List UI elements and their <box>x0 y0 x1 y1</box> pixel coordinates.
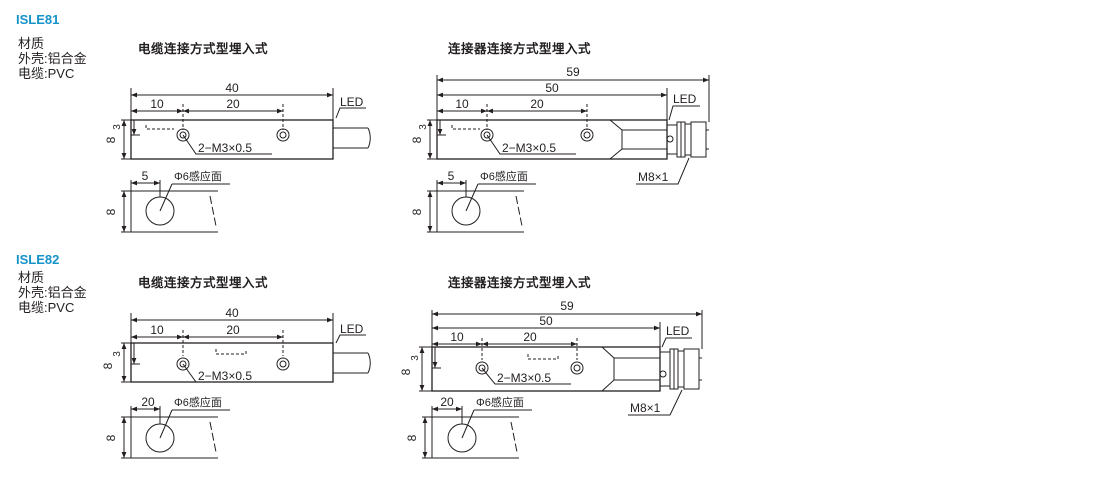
dim-pitch-2: 20 <box>523 330 537 344</box>
dim-face-distance: 5 <box>142 169 149 183</box>
dim-height: 8 <box>101 362 115 369</box>
dim-overall-length: 59 <box>560 299 574 313</box>
dim-pitch-1: 10 <box>455 97 469 111</box>
material-shell: 外壳:铝合金 <box>18 285 87 300</box>
material-heading: 材质 <box>18 36 45 51</box>
dim-offset: 3 <box>418 124 429 130</box>
screw-label: 2−M3×0.5 <box>198 369 252 383</box>
dim-height: 8 <box>399 368 413 375</box>
dim-pitch-1: 10 <box>150 323 164 337</box>
led-label: LED <box>340 322 364 336</box>
dim-bottom-height: 8 <box>104 208 118 215</box>
material-spec-isle81: 材质 外壳:铝合金 电缆:PVC <box>18 36 87 81</box>
sensing-face-label: Φ6感应面 <box>480 169 528 183</box>
dim-pitch-1: 10 <box>450 330 464 344</box>
dim-body-length: 50 <box>539 314 553 328</box>
dim-bottom-height: 8 <box>405 434 419 441</box>
screw-label: 2−M3×0.5 <box>497 371 551 385</box>
material-shell: 外壳:铝合金 <box>18 51 87 66</box>
isle82-connector-side-view <box>419 310 703 416</box>
dim-pitch-2: 20 <box>226 323 240 337</box>
dim-offset: 3 <box>112 351 123 357</box>
dim-length: 40 <box>225 81 239 95</box>
led-label: LED <box>340 95 364 109</box>
dim-face-distance: 20 <box>141 395 155 409</box>
isle81-connector-side-view <box>427 75 710 185</box>
title-isle81-cable: 电缆连接方式型埋入式 <box>138 42 269 56</box>
sensing-face-label: Φ6感应面 <box>174 169 222 183</box>
dim-length: 40 <box>225 306 239 320</box>
title-isle82-connector: 连接器连接方式型埋入式 <box>448 276 592 290</box>
dim-pitch-2: 20 <box>530 97 544 111</box>
sensing-face-label: Φ6感应面 <box>476 395 524 409</box>
screw-label: 2−M3×0.5 <box>502 141 556 155</box>
led-label: LED <box>673 92 697 106</box>
dim-pitch-1: 10 <box>150 97 164 111</box>
screw-label: 2−M3×0.5 <box>198 141 252 155</box>
dim-offset: 3 <box>112 124 123 130</box>
thread-label: M8×1 <box>630 401 661 415</box>
material-heading: 材质 <box>18 270 45 285</box>
material-spec-isle82: 材质 外壳:铝合金 电缆:PVC <box>18 270 87 315</box>
led-label: LED <box>666 324 690 338</box>
title-isle82-cable: 电缆连接方式型埋入式 <box>138 276 269 290</box>
model-name-isle82: ISLE82 <box>16 252 60 267</box>
dim-bottom-height: 8 <box>104 434 118 441</box>
dim-face-distance: 20 <box>440 395 454 409</box>
dim-offset: 3 <box>410 355 421 361</box>
isle82-connector-bottom-view <box>422 406 532 459</box>
model-name-isle81: ISLE81 <box>16 12 60 27</box>
isle81-cable-side-view <box>121 88 371 160</box>
dim-overall-length: 59 <box>566 65 580 79</box>
title-isle81-connector: 连接器连接方式型埋入式 <box>448 42 592 56</box>
dim-pitch-2: 20 <box>226 97 240 111</box>
isle82-cable-bottom-view <box>121 406 230 459</box>
isle81-cable-bottom-view <box>121 180 230 233</box>
material-cable: 电缆:PVC <box>18 66 75 81</box>
dim-height: 8 <box>410 136 424 143</box>
thread-label: M8×1 <box>638 170 669 184</box>
isle82-cable-side-view <box>121 313 371 383</box>
dim-height: 8 <box>104 136 118 143</box>
material-cable: 电缆:PVC <box>18 300 75 315</box>
dim-body-length: 50 <box>545 81 559 95</box>
isle81-connector-bottom-view <box>427 180 536 233</box>
dim-bottom-height: 8 <box>410 208 424 215</box>
sensing-face-label: Φ6感应面 <box>174 395 222 409</box>
dim-face-distance: 5 <box>448 169 455 183</box>
